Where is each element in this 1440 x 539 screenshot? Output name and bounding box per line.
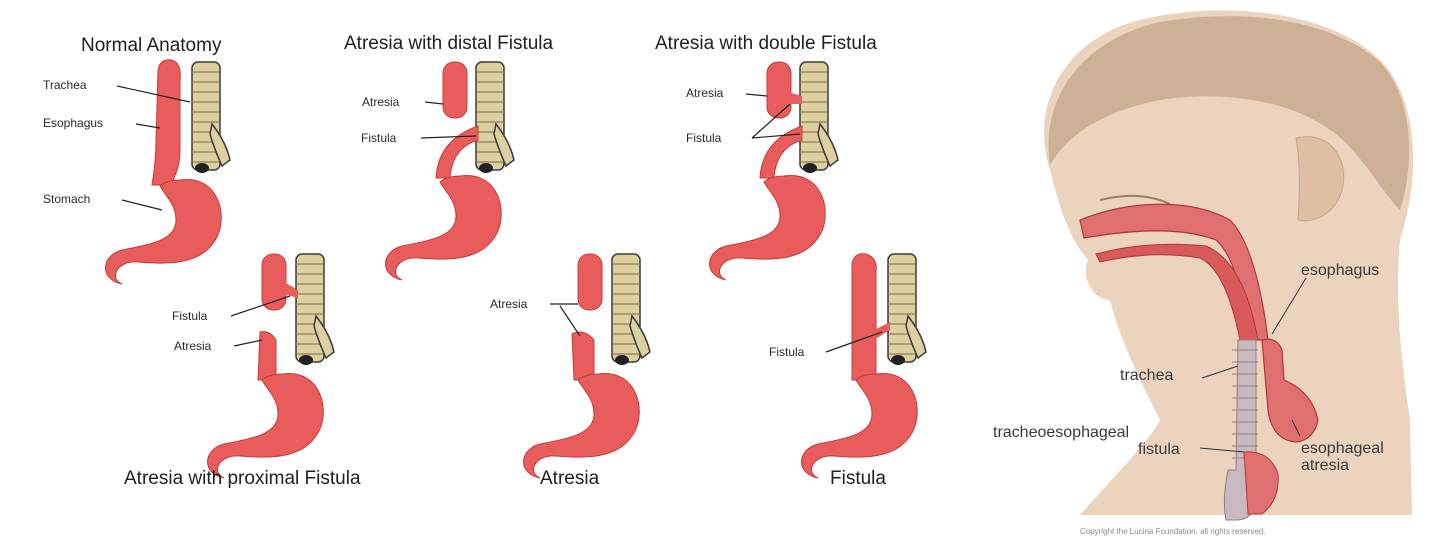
double-fistula-label: Fistula xyxy=(686,131,721,145)
te-fistula-callout-line2: fistula xyxy=(1138,441,1180,458)
normal-anatomy-illustration xyxy=(106,60,231,284)
trachea-callout: trachea xyxy=(1120,367,1173,384)
fistula-only-label: Fistula xyxy=(769,345,804,359)
distal-fistula-title: Atresia with distal Fistula xyxy=(344,33,553,55)
proximal-fistula-title: Atresia with proximal Fistula xyxy=(124,468,361,490)
fistula-title: Fistula xyxy=(830,468,886,490)
normal-anatomy-title: Normal Anatomy xyxy=(81,35,221,57)
distal-fistula-illustration xyxy=(386,62,515,280)
atresia-only-label: Atresia xyxy=(490,297,527,311)
stomach-label: Stomach xyxy=(43,192,90,206)
atresia-illustration xyxy=(524,254,651,478)
distal-fistula-label: Fistula xyxy=(361,131,396,145)
distal-atresia-label: Atresia xyxy=(362,95,399,109)
trachea-label: Trachea xyxy=(43,78,87,92)
double-fistula-title: Atresia with double Fistula xyxy=(655,33,877,55)
esophagus-callout: esophagus xyxy=(1301,262,1379,279)
double-fistula-illustration xyxy=(710,62,839,280)
esophagus-label: Esophagus xyxy=(43,116,103,130)
fistula-illustration xyxy=(802,254,927,478)
te-fistula-callout-line1: tracheoesophageal xyxy=(993,424,1129,441)
esophageal-atresia-callout-line1: esophageal xyxy=(1301,440,1384,457)
proximal-fistula-label: Fistula xyxy=(172,309,207,323)
proximal-atresia-label: Atresia xyxy=(174,339,211,353)
copyright-notice: Copyright the Lucina Foundation, all rig… xyxy=(1080,527,1265,536)
atresia-title: Atresia xyxy=(540,468,599,490)
proximal-fistula-illustration xyxy=(208,254,335,478)
double-atresia-label: Atresia xyxy=(686,86,723,100)
esophageal-atresia-callout-line2: atresia xyxy=(1301,457,1349,474)
